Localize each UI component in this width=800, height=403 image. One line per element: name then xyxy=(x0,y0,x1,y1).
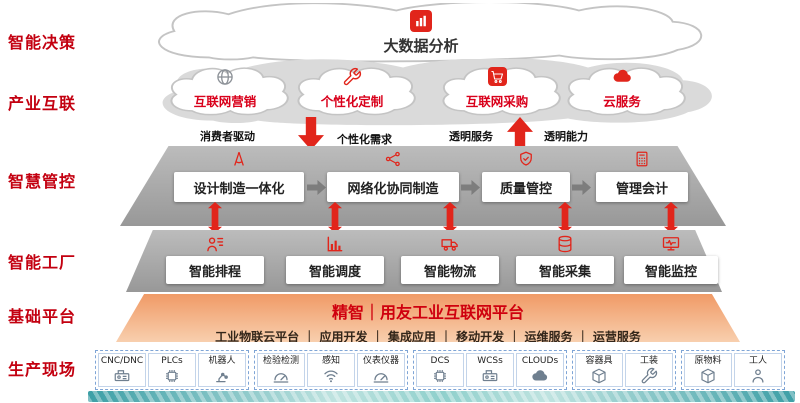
flow-label-transparent-service: 透明服务 xyxy=(449,130,493,143)
sensor-icon xyxy=(322,367,340,389)
cloud-icon xyxy=(612,66,633,91)
plc-chip-icon xyxy=(163,367,181,389)
device-label: 工装 xyxy=(639,356,658,366)
platform-band: 精智｜用友工业互联网平台 工业物联云平台 ｜ 应用开发 ｜ 集成应用 ｜ 移动开… xyxy=(116,294,740,342)
cloud-internet-procurement: 互联网采购 xyxy=(431,64,563,120)
bar-chart-icon xyxy=(410,10,432,32)
management-box-management-accounting: 管理会计 xyxy=(596,172,688,202)
device-containers: 容器具 xyxy=(575,353,623,387)
meter-icon xyxy=(272,367,290,389)
big-data-title: 大数据分析 xyxy=(383,37,459,55)
device-group-inspection: 检验检测 感知 仪表仪器 xyxy=(254,350,408,390)
container-box-icon xyxy=(590,367,608,389)
device-plc: PLCs xyxy=(148,353,196,387)
device-group-systems: DCS WCSs CLOUDs xyxy=(413,350,567,390)
device-label: 感知 xyxy=(321,356,340,366)
device-label: PLCs xyxy=(161,356,183,366)
factory-box-monitoring: 智能监控 xyxy=(624,256,718,284)
schedule-icon xyxy=(205,234,225,258)
robot-arm-icon xyxy=(213,367,231,389)
device-group-tooling: 容器具 工装 xyxy=(572,350,676,390)
layer-label-management: 智慧管控 xyxy=(8,172,77,191)
bar-gauge-icon xyxy=(325,234,345,258)
instrument-icon xyxy=(372,367,390,389)
factory-box-dispatching: 智能调度 xyxy=(286,256,384,284)
device-cnc: CNC/DNC xyxy=(98,353,146,387)
layer-label-platform: 基础平台 xyxy=(8,307,77,326)
cloud-internet-marketing: 互联网营销 xyxy=(159,64,291,120)
platform-services: 工业物联云平台 ｜ 应用开发 ｜ 集成应用 ｜ 移动开发 ｜ 运维服务 ｜ 运营… xyxy=(215,330,641,344)
device-label: 检验检测 xyxy=(262,356,299,366)
factory-box-collection: 智能采集 xyxy=(516,256,614,284)
cloud-server-icon xyxy=(531,367,549,389)
database-icon xyxy=(555,234,575,258)
platform-title: 精智｜用友工业互联网平台 xyxy=(331,303,524,322)
cart-icon xyxy=(488,67,507,86)
device-label: 工人 xyxy=(748,356,767,366)
device-clouds: CLOUDs xyxy=(516,353,564,387)
device-inspection: 检验检测 xyxy=(257,353,305,387)
device-label: CLOUDs xyxy=(521,356,559,366)
cloud-personal-customization: 个性化定制 xyxy=(286,64,418,120)
layer-label-factory: 智能工厂 xyxy=(8,253,77,272)
device-wcs: WCSs xyxy=(466,353,514,387)
factory-box-logistics: 智能物流 xyxy=(401,256,499,284)
flow-label-personalized-demand: 个性化需求 xyxy=(337,133,392,146)
shield-check-icon xyxy=(517,150,535,172)
device-robot: 机器人 xyxy=(198,353,246,387)
device-group-control: CNC/DNC PLCs 机器人 xyxy=(95,350,249,390)
bottom-teal-bar xyxy=(88,391,795,402)
cloud-cloud-services: 云服务 xyxy=(556,64,688,120)
management-box-networked-manufacturing: 网络化协同制造 xyxy=(327,172,459,202)
big-data-cloud: 大数据分析 xyxy=(115,3,727,63)
monitor-pulse-icon xyxy=(661,234,681,258)
compass-icon xyxy=(230,150,248,172)
flow-label-transparent-capability: 透明能力 xyxy=(544,130,588,143)
device-label: 仪表仪器 xyxy=(362,356,399,366)
device-label: DCS xyxy=(430,356,450,366)
cloud-label: 云服务 xyxy=(603,94,641,109)
network-icon xyxy=(384,150,402,172)
device-dcs: DCS xyxy=(416,353,464,387)
layer-label-decision: 智能决策 xyxy=(8,33,77,52)
layer-label-industry: 产业互联 xyxy=(8,94,77,113)
management-box-design-manufacturing: 设计制造一体化 xyxy=(174,172,304,202)
device-label: 原物料 xyxy=(694,356,722,366)
cloud-label: 个性化定制 xyxy=(320,94,384,109)
device-label: 机器人 xyxy=(208,356,236,366)
device-label: WCSs xyxy=(477,356,503,366)
device-group-materials: 原物料 工人 xyxy=(681,350,785,390)
truck-icon xyxy=(440,234,460,258)
factory-box-scheduling: 智能排程 xyxy=(166,256,264,284)
tooling-wrench-icon xyxy=(640,367,658,389)
wrench-icon xyxy=(342,67,362,91)
device-raw-materials: 原物料 xyxy=(684,353,732,387)
layer-label-site: 生产现场 xyxy=(8,360,77,379)
globe-icon xyxy=(215,67,235,91)
wcs-machine-icon xyxy=(481,367,499,389)
device-label: 容器具 xyxy=(585,356,613,366)
flow-label-consumer-driven: 消费者驱动 xyxy=(200,130,255,143)
cloud-label: 互联网采购 xyxy=(465,94,529,109)
material-box-icon xyxy=(699,367,717,389)
device-instruments: 仪表仪器 xyxy=(357,353,405,387)
cnc-machine-icon xyxy=(113,367,131,389)
dcs-chip-icon xyxy=(431,367,449,389)
device-sensing: 感知 xyxy=(307,353,355,387)
device-tooling: 工装 xyxy=(625,353,673,387)
cloud-label: 互联网营销 xyxy=(193,94,257,109)
device-workers: 工人 xyxy=(734,353,782,387)
worker-icon xyxy=(749,367,767,389)
calculator-icon xyxy=(633,150,651,172)
management-box-quality-control: 质量管控 xyxy=(482,172,570,202)
device-label: CNC/DNC xyxy=(100,356,144,366)
